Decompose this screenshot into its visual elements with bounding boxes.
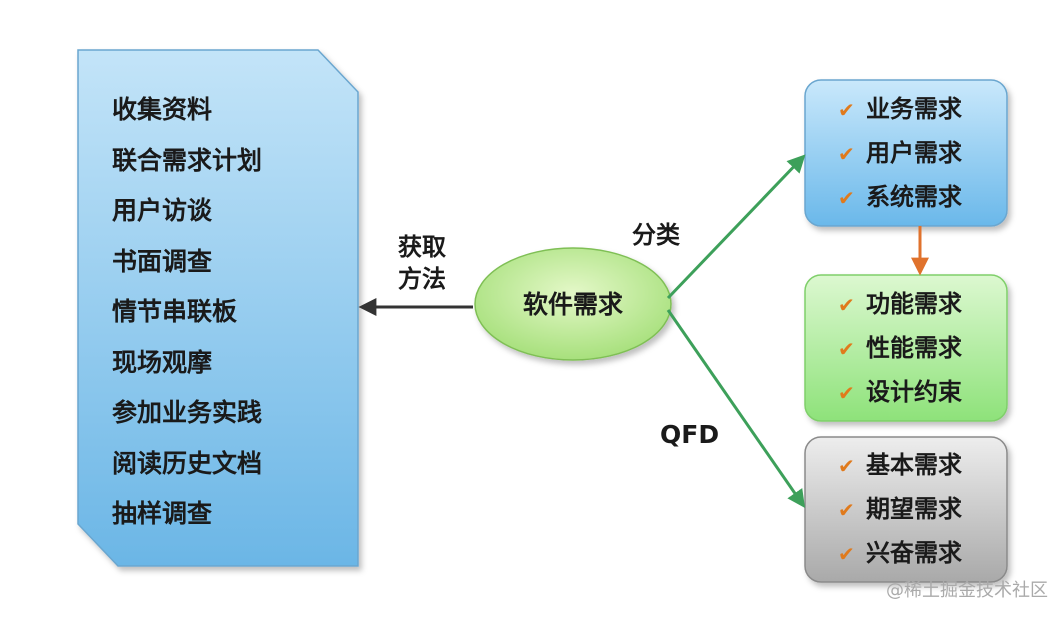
software-requirements-label: 软件需求 [522, 290, 623, 319]
classification-item: ✔业务需求 [838, 90, 962, 134]
system-breakdown-item: ✔性能需求 [838, 329, 962, 373]
method-item: 情节串联板 [112, 297, 238, 326]
system-breakdown-box [804, 274, 1008, 422]
qfd-item: ✔期望需求 [838, 490, 962, 534]
system-breakdown-item: ✔功能需求 [838, 285, 962, 329]
classification-label: 分类 [632, 221, 680, 249]
check-icon: ✔ [838, 381, 855, 405]
software-requirements-ellipse [474, 247, 672, 361]
qfd-item: ✔兴奋需求 [838, 534, 962, 578]
watermark: @稀土掘金技术社区 [886, 580, 1048, 601]
check-icon: ✔ [838, 454, 855, 478]
method-item: 收集资料 [112, 95, 213, 124]
method-item: 抽样调查 [112, 499, 213, 528]
method-item: 现场观摩 [112, 347, 213, 377]
check-icon: ✔ [838, 542, 855, 566]
check-icon: ✔ [838, 293, 855, 317]
qfd-items: ✔基本需求 ✔期望需求 ✔兴奋需求 [838, 446, 962, 578]
qfd-box [804, 436, 1008, 583]
classification-items: ✔业务需求 ✔用户需求 ✔系统需求 [838, 90, 962, 222]
system-breakdown-items: ✔功能需求 ✔性能需求 ✔设计约束 [838, 285, 962, 417]
check-icon: ✔ [838, 337, 855, 361]
qfd-item: ✔基本需求 [838, 446, 962, 490]
qfd-label: QFD [660, 420, 720, 449]
classification-item: ✔用户需求 [838, 134, 962, 178]
classification-item: ✔系统需求 [838, 178, 962, 222]
methods-document-shape [77, 49, 359, 567]
qfd-arrow [666, 309, 806, 508]
check-icon: ✔ [838, 142, 855, 166]
method-item: 参加业务实践 [112, 398, 263, 427]
acquisition-methods-list: 收集资料 联合需求计划 用户访谈 书面调查 情节串联板 现场观摩 参加业务实践 … [112, 90, 262, 545]
acquisition-label-line1: 获取 [398, 233, 446, 261]
acquisition-label-line2: 方法 [398, 265, 446, 293]
method-item: 书面调查 [112, 246, 213, 276]
check-icon: ✔ [838, 498, 855, 522]
method-item: 阅读历史文档 [112, 448, 263, 478]
method-item: 联合需求计划 [112, 145, 263, 175]
check-icon: ✔ [838, 98, 855, 122]
classification-box [804, 79, 1008, 227]
method-item: 用户访谈 [112, 196, 213, 225]
system-breakdown-item: ✔设计约束 [838, 373, 962, 417]
classification-arrow [666, 154, 806, 300]
acquisition-label: 获取 方法 [398, 231, 446, 295]
check-icon: ✔ [838, 186, 855, 210]
